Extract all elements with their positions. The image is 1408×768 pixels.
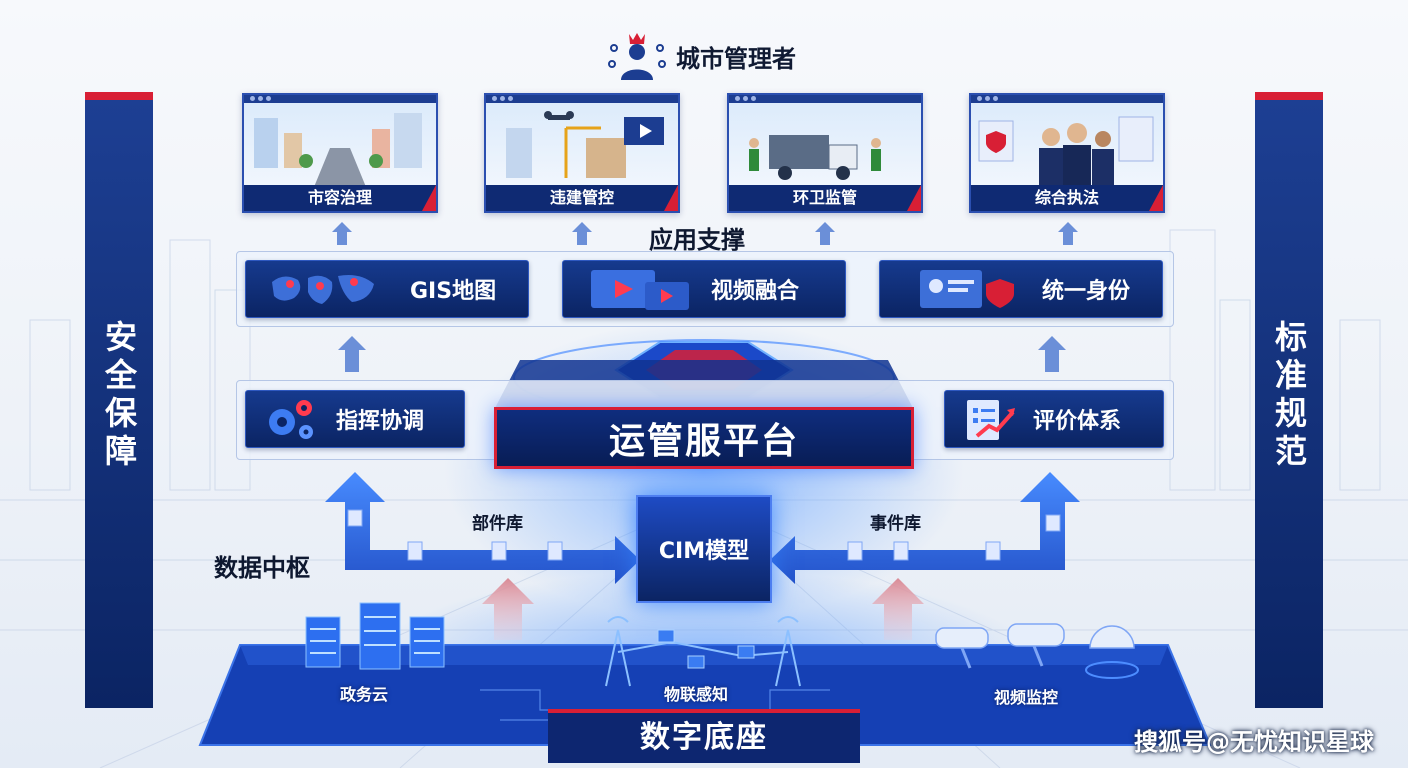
app-card-city-appearance[interactable]: 市容治理 — [242, 93, 438, 213]
security-pillar: 安全保障 — [85, 92, 153, 708]
data-hub-label: 数据中枢 — [214, 554, 310, 582]
evaluation-chart-icon — [967, 400, 1015, 440]
gears-icon — [269, 400, 313, 439]
app-card-label: 违建管控 — [486, 185, 678, 211]
signal-tower-icon — [605, 616, 801, 687]
gov-cloud-label: 政务云 — [340, 685, 389, 704]
module-label: 统一身份 — [1042, 279, 1131, 304]
module-label: 视频融合 — [711, 279, 800, 304]
city-manager-label: 城市管理者 — [676, 44, 796, 73]
module-gis-map[interactable]: GIS地图 — [245, 260, 529, 318]
module-label: GIS地图 — [410, 279, 497, 304]
garbage-truck-icon — [729, 103, 921, 187]
module-evaluation-system[interactable]: 评价体系 — [944, 390, 1164, 448]
operation-management-service-platform[interactable]: 运管服平台 — [494, 407, 914, 469]
app-card-sanitation[interactable]: 环卫监管 — [727, 93, 923, 213]
module-unified-identity[interactable]: 统一身份 — [879, 260, 1163, 318]
app-card-law-enforcement[interactable]: 综合执法 — [969, 93, 1165, 213]
construction-drone-icon — [486, 103, 678, 187]
police-officers-icon — [971, 103, 1163, 187]
video-surveillance-label: 视频监控 — [994, 688, 1059, 707]
watermark: 搜狐号@无忧知识星球 — [1134, 728, 1374, 756]
world-map-icon — [272, 275, 374, 304]
server-stack-icon — [305, 602, 445, 670]
app-card-label: 市容治理 — [244, 185, 436, 211]
event-library-label: 事件库 — [870, 514, 921, 534]
module-label: 评价体系 — [1033, 409, 1122, 434]
app-card-label: 环卫监管 — [729, 185, 921, 211]
app-card-illegal-construction[interactable]: 违建管控 — [484, 93, 680, 213]
security-pillar-label: 安全保障 — [100, 320, 138, 472]
id-card-icon — [920, 270, 1014, 308]
standards-pillar: 标准规范 — [1255, 92, 1323, 708]
module-video-fusion[interactable]: 视频融合 — [562, 260, 846, 318]
module-label: 指挥协调 — [336, 409, 425, 434]
cctv-camera-icon — [935, 623, 1139, 679]
standards-pillar-label: 标准规范 — [1270, 320, 1308, 472]
city-manager-header: 城市管理者 — [608, 30, 796, 82]
component-library-label: 部件库 — [472, 514, 523, 534]
street-scene-icon — [244, 103, 436, 187]
cim-model-cube[interactable]: CIM模型 — [636, 495, 772, 603]
manager-icon — [608, 33, 666, 80]
app-card-label: 综合执法 — [971, 185, 1163, 211]
digital-foundation-title: 数字底座 — [548, 709, 860, 763]
video-play-icon — [591, 270, 689, 310]
support-layer-label: 应用支撑 — [649, 226, 745, 254]
iot-sensing-label: 物联感知 — [664, 685, 729, 704]
module-command-coordination[interactable]: 指挥协调 — [245, 390, 465, 448]
